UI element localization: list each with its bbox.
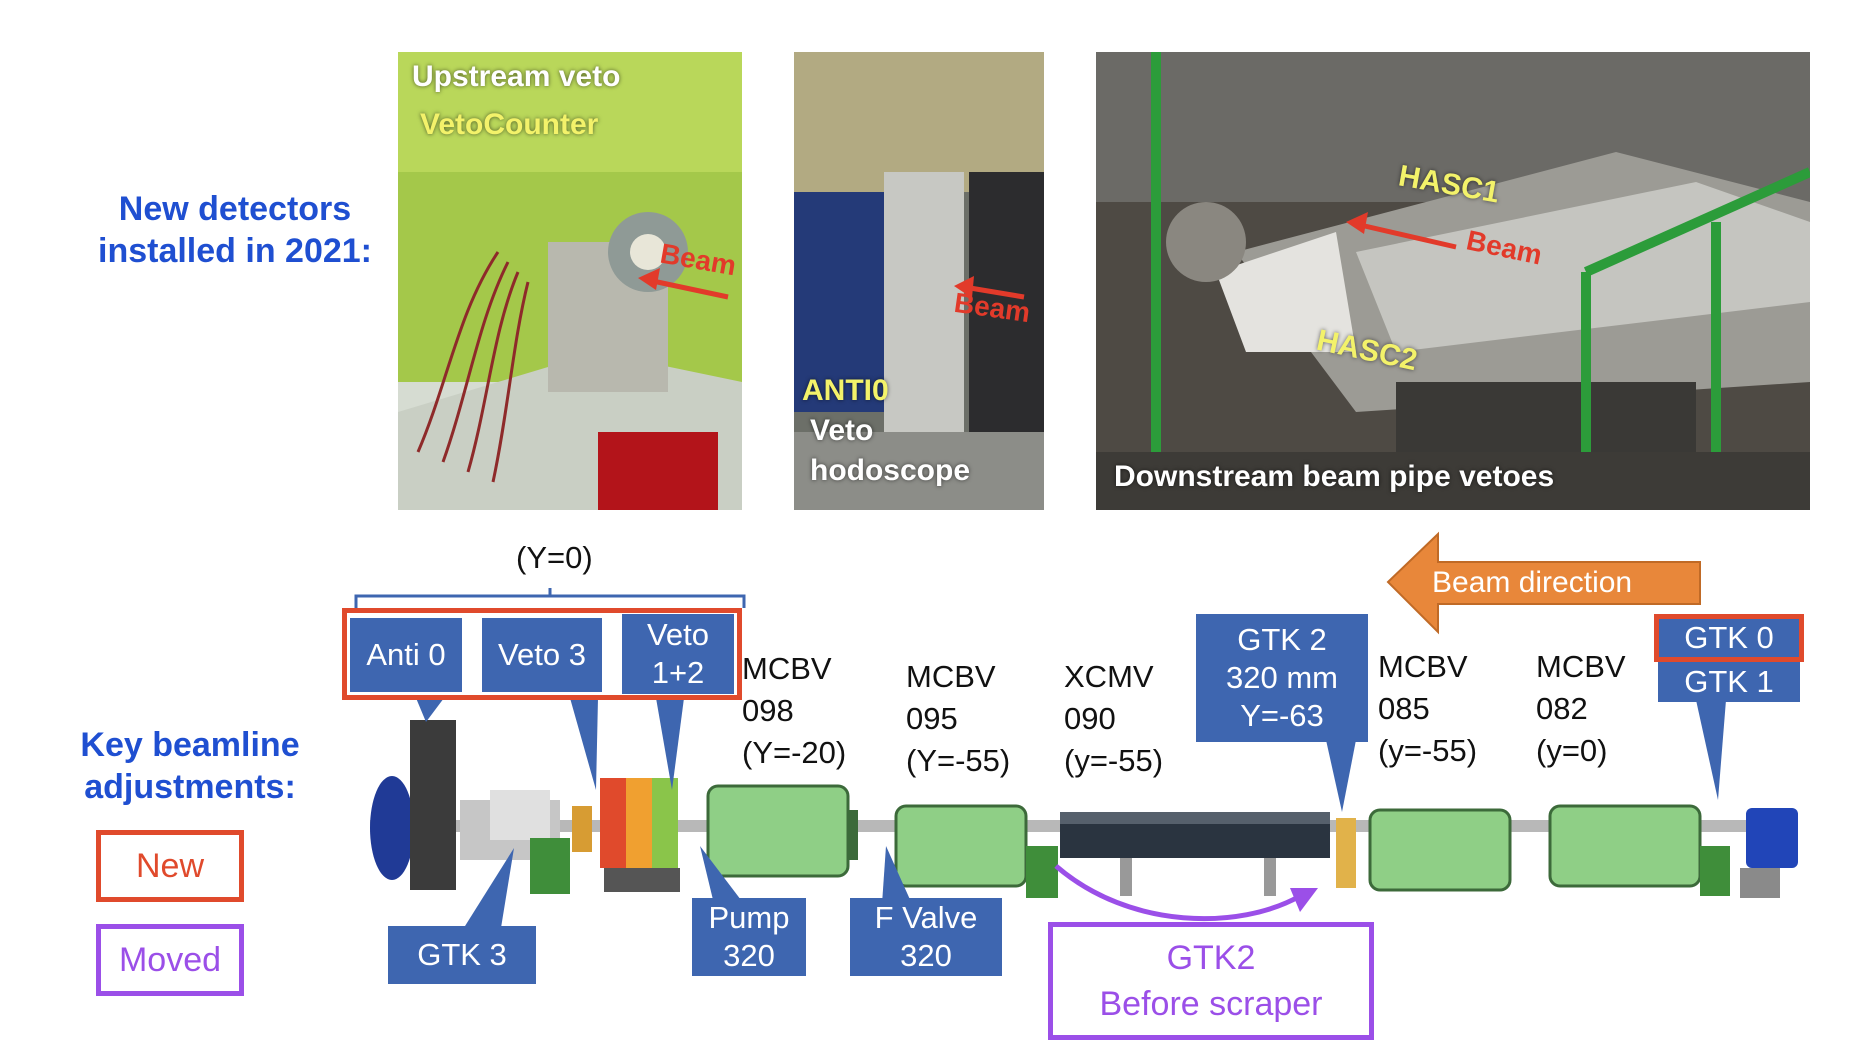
photo-anti0: Beam ANTI0 Veto hodoscope bbox=[794, 52, 1044, 510]
callout-gtk0: GTK 0 bbox=[1654, 614, 1804, 662]
new-detectors-line2: installed in 2021: bbox=[98, 232, 372, 270]
callout-gtk3-text: GTK 3 bbox=[417, 937, 507, 972]
callout-gtk3: GTK 3 bbox=[388, 926, 536, 984]
new-detectors-label: New detectors installed in 2021: bbox=[80, 188, 390, 272]
mcbv082-line3: (y=0) bbox=[1536, 733, 1608, 768]
legend-new: New bbox=[96, 830, 244, 902]
mcbv095-line3: (Y=-55) bbox=[906, 743, 1011, 778]
photo-downstream-drawing bbox=[1096, 52, 1810, 510]
xcmv090-line2: 090 bbox=[1064, 701, 1116, 736]
callout-gtk2-line1: GTK 2 bbox=[1237, 622, 1327, 657]
mcbv095-line2: 095 bbox=[906, 701, 958, 736]
photo3-downstream-label: Downstream beam pipe vetoes bbox=[1114, 460, 1555, 493]
callout-gtk2-line3: Y=-63 bbox=[1240, 698, 1324, 733]
callout-anti0-text: Anti 0 bbox=[366, 637, 446, 672]
mcbv085-line3: (y=-55) bbox=[1378, 733, 1478, 768]
mcbv085-line1: MCBV bbox=[1378, 649, 1468, 684]
moved-box-line1: GTK2 bbox=[1166, 939, 1256, 977]
label-mcbv095: MCBV 095 (Y=-55) bbox=[906, 656, 1010, 782]
xcmv090-line1: XCMV bbox=[1064, 659, 1154, 694]
y0-label: (Y=0) bbox=[516, 540, 593, 575]
callout-gtk2-line2: 320 mm bbox=[1226, 660, 1338, 695]
callout-veto12-line2: 1+2 bbox=[651, 655, 705, 690]
callout-gtk1: GTK 1 bbox=[1658, 662, 1800, 702]
new-detectors-line1: New detectors bbox=[118, 190, 352, 228]
mcbv098-line1: MCBV bbox=[742, 651, 832, 686]
callout-veto3-text: Veto 3 bbox=[498, 637, 586, 672]
callout-pump: Pump 320 bbox=[692, 898, 806, 976]
photo-upstream-veto: Upstream veto VetoCounter Beam bbox=[398, 52, 742, 510]
mcbv082-line1: MCBV bbox=[1536, 649, 1626, 684]
callout-veto12-line1: Veto bbox=[646, 617, 710, 652]
photo1-subtitle: VetoCounter bbox=[420, 108, 599, 141]
moved-box-line2: Before scraper bbox=[1099, 985, 1323, 1023]
photo2-anti0-label: ANTI0 bbox=[802, 374, 889, 407]
new-group-box bbox=[342, 608, 742, 700]
callout-fvalve: F Valve 320 bbox=[850, 898, 1002, 976]
mcbv098-line2: 098 bbox=[742, 693, 794, 728]
beam-direction-label: Beam direction bbox=[1432, 566, 1633, 599]
mcbv085-line2: 085 bbox=[1378, 691, 1430, 726]
photo-anti0-drawing bbox=[794, 52, 1044, 510]
photo2-veto-label: Veto bbox=[810, 414, 874, 447]
callout-gtk0-text: GTK 0 bbox=[1684, 620, 1774, 655]
legend-moved: Moved bbox=[96, 924, 244, 996]
mcbv098-line3: (Y=-20) bbox=[742, 735, 847, 770]
callout-anti0: Anti 0 bbox=[350, 618, 462, 692]
callout-veto3: Veto 3 bbox=[482, 618, 602, 692]
label-mcbv082: MCBV 082 (y=0) bbox=[1536, 646, 1626, 772]
xcmv090-line3: (y=-55) bbox=[1064, 743, 1164, 778]
callout-veto12: Veto 1+2 bbox=[622, 614, 734, 694]
callout-gtk2: GTK 2 320 mm Y=-63 bbox=[1196, 614, 1368, 742]
callout-pump-line2: 320 bbox=[723, 938, 775, 973]
callout-fvalve-line1: F Valve bbox=[874, 900, 978, 935]
callout-pump-line1: Pump bbox=[708, 900, 790, 935]
mcbv082-line2: 082 bbox=[1536, 691, 1588, 726]
label-mcbv098: MCBV 098 (Y=-20) bbox=[742, 648, 846, 774]
legend-new-text: New bbox=[135, 846, 205, 885]
legend-moved-text: Moved bbox=[118, 940, 222, 979]
callout-fvalve-line2: 320 bbox=[900, 938, 952, 973]
photo-downstream: HASC1 Beam HASC2 Downstream beam pipe ve… bbox=[1096, 52, 1810, 510]
key-line1: Key beamline bbox=[80, 726, 300, 764]
mcbv095-line1: MCBV bbox=[906, 659, 996, 694]
key-line2: adjustments: bbox=[84, 768, 296, 806]
moved-gtk2-box: GTK2 Before scraper bbox=[1048, 922, 1374, 1040]
label-xcmv090: XCMV 090 (y=-55) bbox=[1064, 656, 1163, 782]
photo2-hodoscope-label: hodoscope bbox=[810, 454, 971, 487]
label-mcbv085: MCBV 085 (y=-55) bbox=[1378, 646, 1477, 772]
callout-gtk1-text: GTK 1 bbox=[1684, 664, 1774, 699]
photo1-title: Upstream veto bbox=[412, 60, 621, 93]
key-beamline-label: Key beamline adjustments: bbox=[50, 724, 330, 808]
photo-upstream-veto-drawing bbox=[398, 52, 742, 510]
